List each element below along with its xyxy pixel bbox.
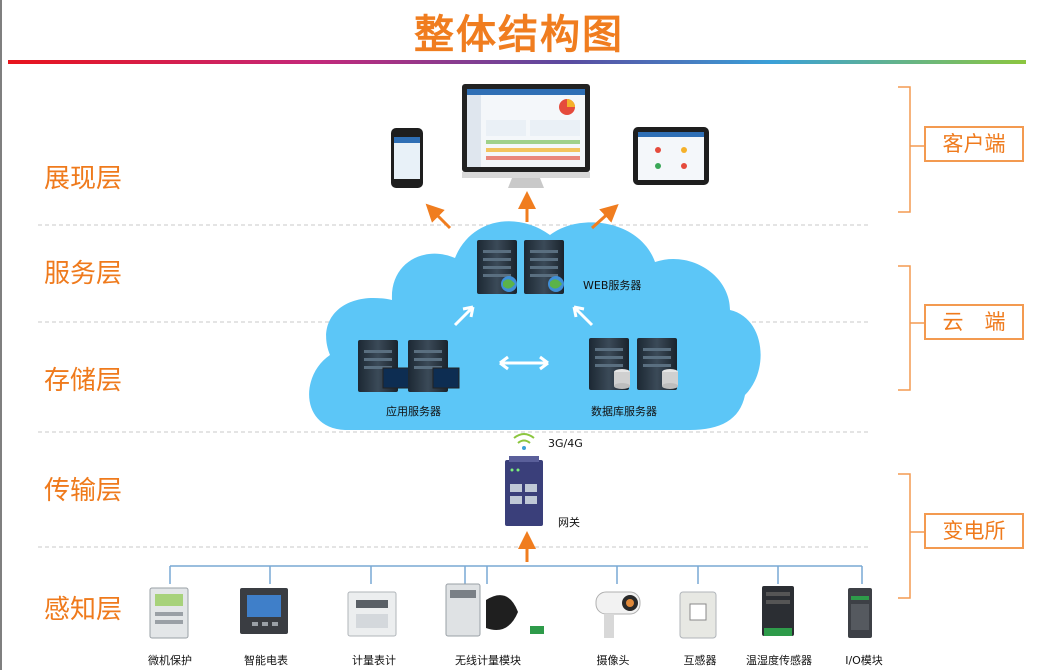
device-io-module-icon (848, 588, 872, 638)
layer-label-transport: 传输层 (44, 476, 123, 506)
device-transformer-icon (679, 591, 717, 639)
device-label: 互感器 (683, 654, 717, 667)
layer-label-service: 服务层 (44, 259, 123, 289)
gateway-label: 网关 (558, 516, 580, 529)
layer-label-sense: 感知层 (44, 595, 123, 625)
device-meter-icon (240, 588, 288, 634)
device-counter-icon (347, 591, 397, 637)
side-label-cloud: 云 端 (924, 304, 1024, 340)
device-label: 智能电表 (244, 654, 288, 667)
title-divider (8, 60, 1026, 64)
device-label: 温湿度传感器 (746, 654, 812, 667)
device-label: 无线计量模块 (455, 654, 521, 667)
page-title: 整体结构图 (414, 12, 624, 58)
wifi-icon (513, 433, 535, 450)
device-label: I/O模块 (845, 654, 883, 667)
cloud-arrows (453, 305, 594, 371)
web-server-icon (477, 240, 564, 294)
side-label-client: 客户端 (924, 126, 1024, 162)
side-label-substation: 变电所 (924, 513, 1024, 549)
app-server-icon (358, 340, 460, 392)
device-wireless-module-icon (445, 583, 544, 637)
device-label: 微机保护 (148, 654, 192, 667)
layer-label-storage: 存储层 (44, 366, 123, 396)
device-label: 计量表计 (352, 654, 396, 667)
side-brackets (898, 86, 924, 599)
db-server-icon (589, 338, 678, 390)
device-bus (169, 565, 863, 584)
tablet-device (633, 127, 709, 185)
signal-label: 3G/4G (548, 437, 583, 450)
present-arrows (425, 191, 619, 230)
device-protection-icon (149, 587, 189, 639)
phone-device (391, 128, 423, 188)
desktop-monitor (462, 84, 590, 188)
device-label: 摄像头 (596, 654, 630, 667)
device-sensor-icon (762, 586, 794, 636)
gateway-icon (505, 456, 543, 526)
device-camera-icon (595, 591, 641, 638)
layer-label-present: 展现层 (44, 164, 123, 194)
web-server-label: WEB服务器 (583, 279, 642, 292)
db-server-label: 数据库服务器 (591, 405, 657, 418)
app-server-label: 应用服务器 (386, 405, 441, 418)
